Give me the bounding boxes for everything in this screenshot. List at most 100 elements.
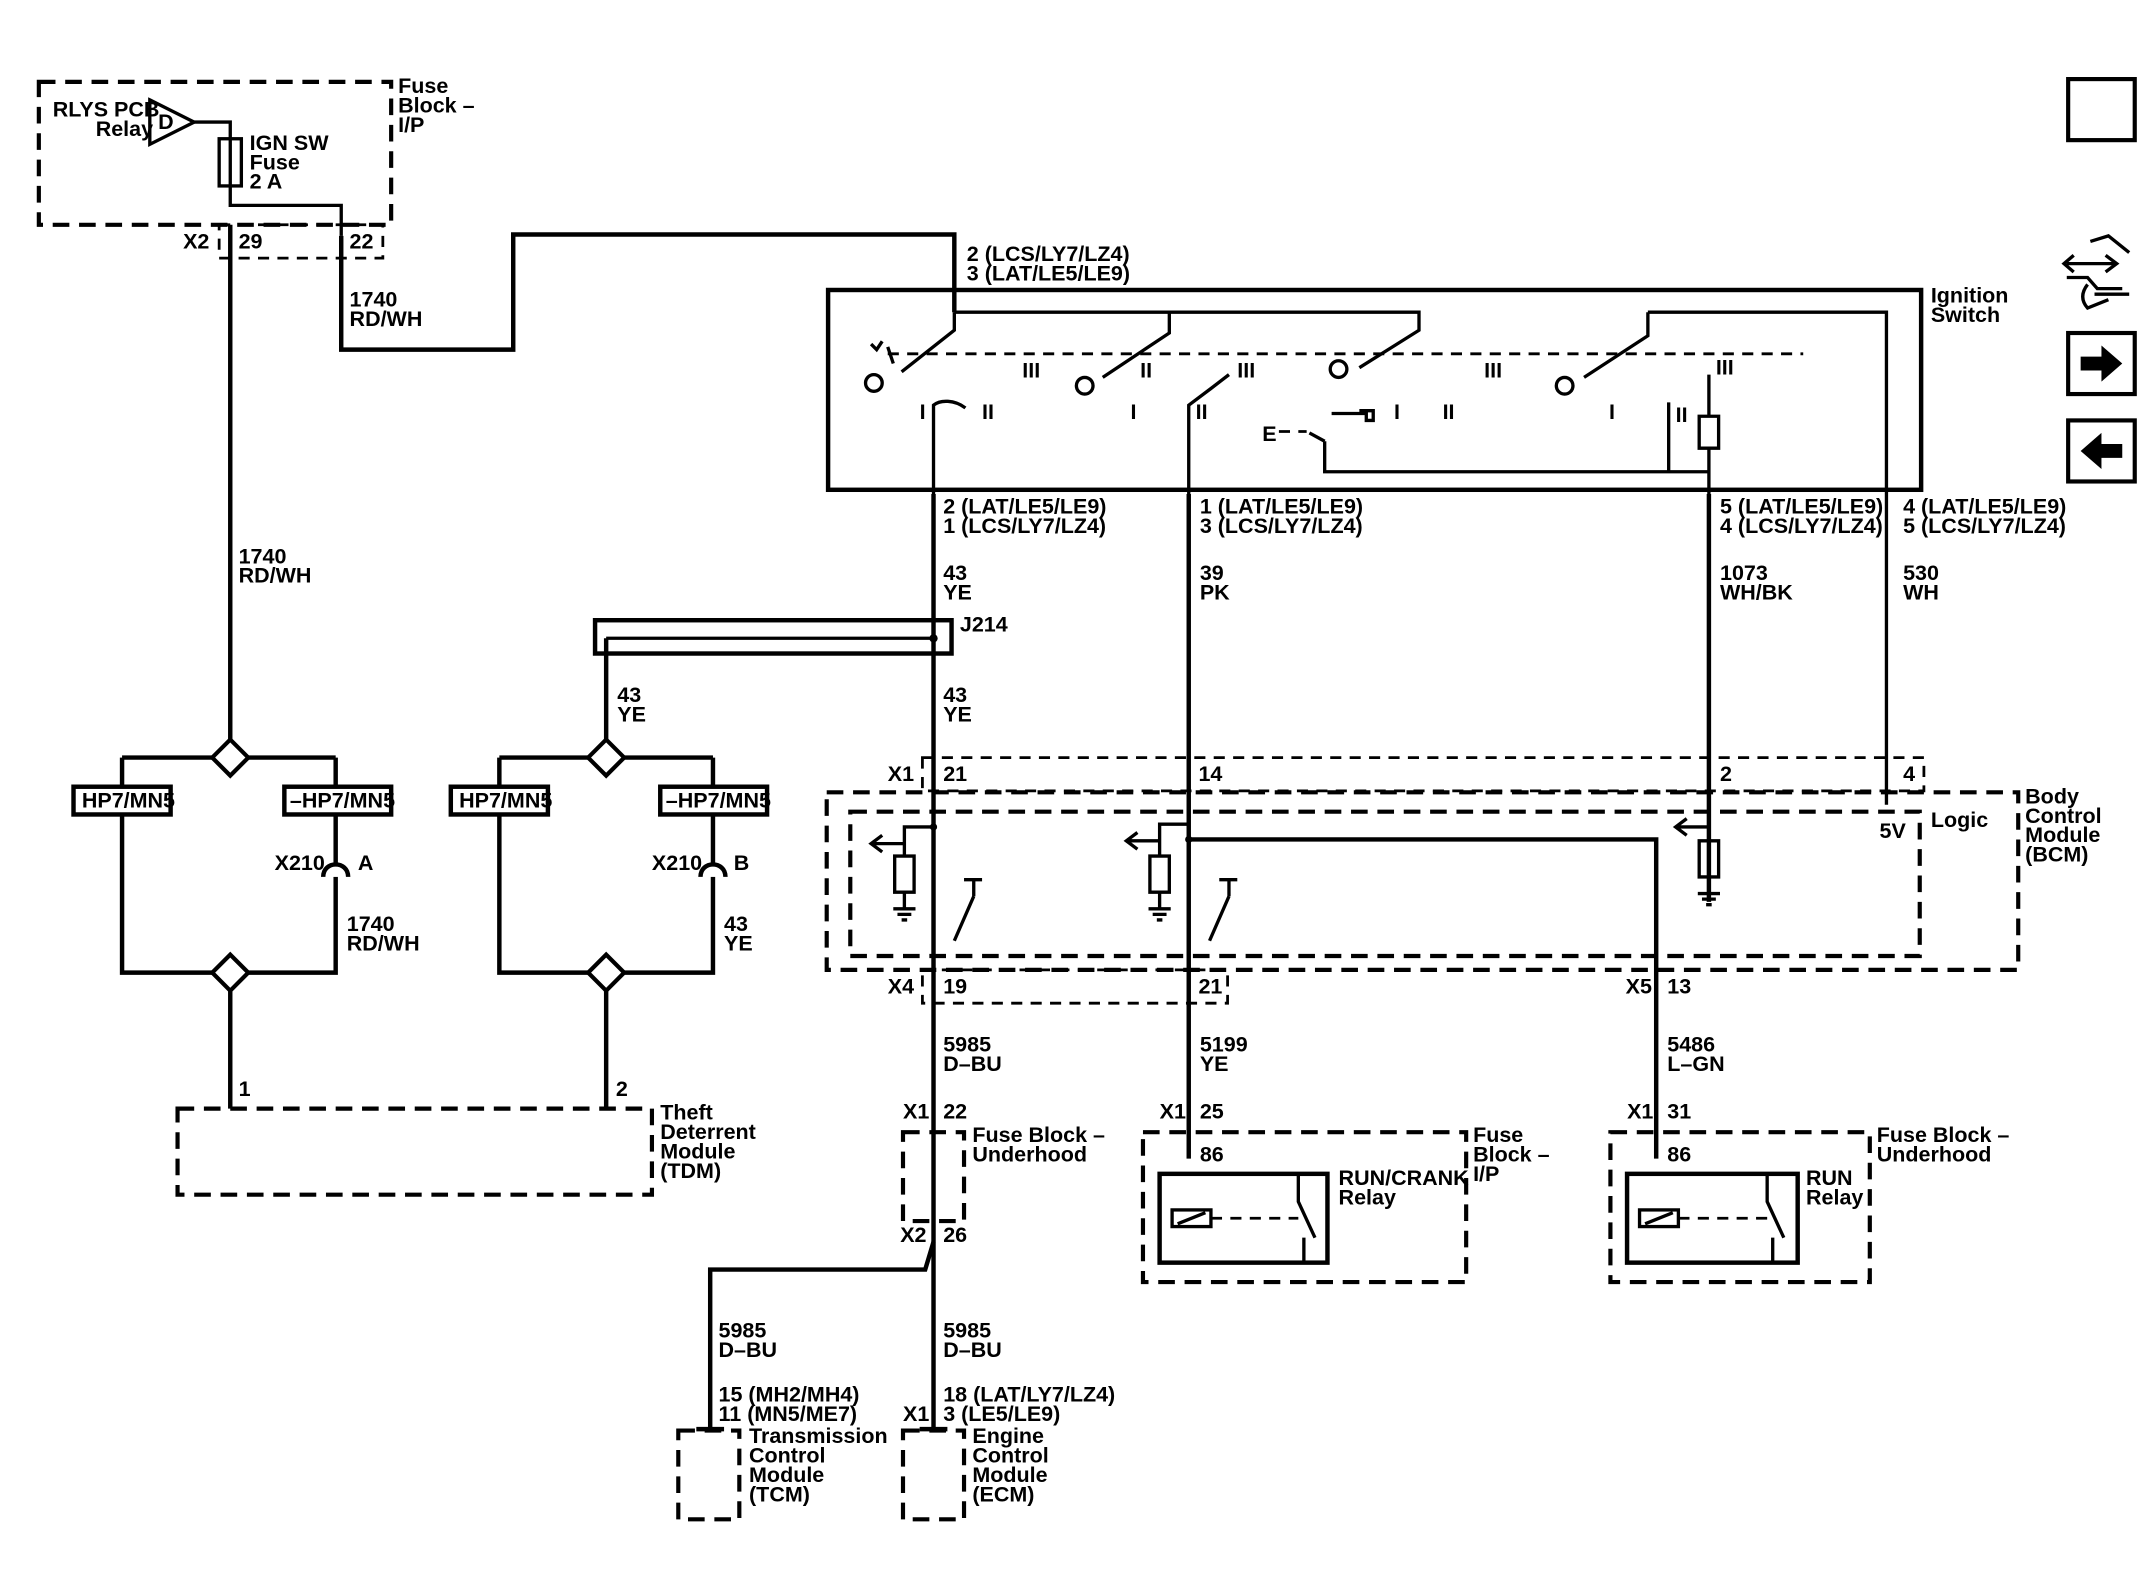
ign-pin-label: 4 (LAT/LE5/LE9) (1903, 494, 2066, 518)
ecm-pin: 3 (LE5/LE9) (943, 1402, 1060, 1426)
switch-return-bus (1323, 441, 1709, 474)
x210-label: X210 (652, 851, 702, 875)
wire-label: RD/WH (347, 931, 420, 955)
relay-label-2: Relay (96, 117, 153, 141)
splice-j214: J214 (592, 612, 1008, 656)
pos-label: III (1237, 358, 1255, 382)
bcm-input-2-switch-icon (1208, 878, 1238, 942)
option-box-label: HP7/MN5 (459, 789, 552, 813)
bcm-input-1-resistor-icon (893, 825, 934, 922)
relay-feed-wire (194, 120, 232, 139)
engine-control-module: 5985 D–BU 18 (LAT/LY7/LZ4) 3 (LE5/LE9) X… (900, 1319, 1115, 1522)
fuse-block-title: Fuse Block – (1877, 1123, 2010, 1147)
wire-label: 1740 (350, 288, 398, 312)
wire-label: 1740 (347, 912, 395, 936)
wire-1740-to-ignition (339, 232, 957, 352)
relay-coil-mark (1177, 1211, 1207, 1226)
fuse-label-3: 2 A (250, 170, 283, 194)
theft-deterrent-module: 1 2 Theft Deterrent Module (TDM) (175, 1077, 756, 1197)
fuse-block-title: I/P (1473, 1162, 1499, 1186)
ignition-top-pin: 3 (LAT/LE5/LE9) (967, 261, 1130, 285)
bcm-pin: 2 (1720, 762, 1732, 786)
ecm-title: Module (972, 1463, 1047, 1487)
ignition-switch: Ignition Switch 2 (LCS/LY7/LZ4) 3 (LAT/L… (825, 242, 2008, 805)
bcm-title: Module (2025, 823, 2100, 847)
pos-label: I (1394, 400, 1400, 424)
wire-5985-to-tcm (707, 1241, 936, 1430)
wire-label: 5486 (1667, 1033, 1715, 1057)
relay-pin-86: 86 (1667, 1142, 1691, 1166)
switch-bus (1169, 310, 1421, 370)
tdm-pin-2: 2 (616, 1077, 628, 1101)
relay-contact-icon (1296, 1173, 1317, 1263)
wire-label: WH (1903, 580, 1939, 604)
bcm-input-3-resistor-icon (1672, 817, 1721, 907)
switch-contact-1 (900, 312, 956, 374)
fuse-block-ip: Fuse Block – I/P RLYS PCB Relay D IGN SW… (36, 74, 475, 260)
fuse-block-title: Underhood (972, 1142, 1087, 1166)
wire-label: RD/WH (239, 564, 312, 588)
switch-pole (1554, 375, 1575, 396)
fuse-block-ip-title-2: Block – (398, 93, 475, 117)
body-control-module: X1 21 14 2 4 Body Control Module (BCM) L… (824, 756, 2102, 1159)
key-icon (1331, 409, 1375, 423)
wire-label: 1740 (239, 544, 287, 568)
wire-label: YE (943, 703, 972, 727)
fuse-block-title: Fuse (1473, 1123, 1523, 1147)
ign-pin-label: 3 (LCS/LY7/LZ4) (1200, 514, 1363, 538)
relay-label: Relay (1339, 1185, 1396, 1209)
wire-label: 43 (943, 683, 967, 707)
switch-resistor-icon (1697, 374, 1721, 494)
blank-button[interactable] (2066, 77, 2137, 143)
transmission-control-module: 5985 D–BU 15 (MH2/MH4) 11 (MN5/ME7) Tran… (676, 1319, 888, 1522)
next-arrow-icon[interactable] (2066, 330, 2137, 397)
fuse-block-ip-title: Fuse (398, 74, 448, 98)
junction-dot (929, 823, 938, 831)
switch-pole (1328, 359, 1349, 380)
pos-label: II (1140, 358, 1152, 382)
tcm-title: Control (749, 1443, 825, 1467)
tcm-pin: 11 (MN5/ME7) (719, 1402, 858, 1426)
connector-x1: X1 (1627, 1099, 1653, 1123)
wire-label: D–BU (943, 1338, 1002, 1362)
relay-letter: D (158, 110, 174, 134)
tcm-title: Module (749, 1463, 824, 1487)
wire-label: 530 (1903, 561, 1939, 585)
ign-pin-label: 2 (LAT/LE5/LE9) (943, 494, 1106, 518)
fuse-block-title: Block – (1473, 1142, 1550, 1166)
connector-x1: X1 (1160, 1099, 1186, 1123)
splice-label: J214 (960, 612, 1008, 636)
pos-label: I (920, 400, 926, 424)
pos-label: III (1716, 356, 1734, 380)
fuse-internal-wire (228, 185, 343, 236)
wire-label: PK (1200, 580, 1230, 604)
relay-coil-icon (1170, 1208, 1213, 1229)
bcm-x5: X5 (1626, 974, 1652, 998)
wire-label: 43 (943, 561, 967, 585)
pin-label: 31 (1667, 1099, 1691, 1123)
tdm-title: Module (660, 1140, 735, 1164)
connector-x1: X1 (903, 1402, 929, 1426)
fuse-label: IGN SW (250, 131, 330, 155)
ign-pin-label: 5 (LCS/LY7/LZ4) (1903, 514, 2066, 538)
wire-label: 1073 (1720, 561, 1768, 585)
previous-arrow-icon[interactable] (2066, 418, 2137, 484)
connector-view-icon[interactable] (2061, 233, 2141, 316)
x210-label: X210 (275, 851, 325, 875)
bcm-x1: X1 (888, 762, 914, 786)
bcm-input-2-resistor-icon (1148, 822, 1189, 922)
pin-22: 22 (350, 229, 374, 253)
key-mark: E (1262, 422, 1276, 446)
option-box-label: –HP7/MN5 (290, 789, 395, 813)
key-contact (1308, 431, 1326, 443)
wire-label: 43 (724, 912, 748, 936)
fuse-block-ip-title-3: I/P (398, 113, 424, 137)
wire-label: YE (724, 931, 753, 955)
wire-label: YE (943, 580, 972, 604)
pin-label: 25 (1200, 1099, 1224, 1123)
tcm-title: (TCM) (749, 1482, 810, 1506)
switch-pole (863, 372, 884, 393)
wire-label: 43 (617, 683, 641, 707)
bcm-input-1-arrow-icon (868, 833, 905, 854)
